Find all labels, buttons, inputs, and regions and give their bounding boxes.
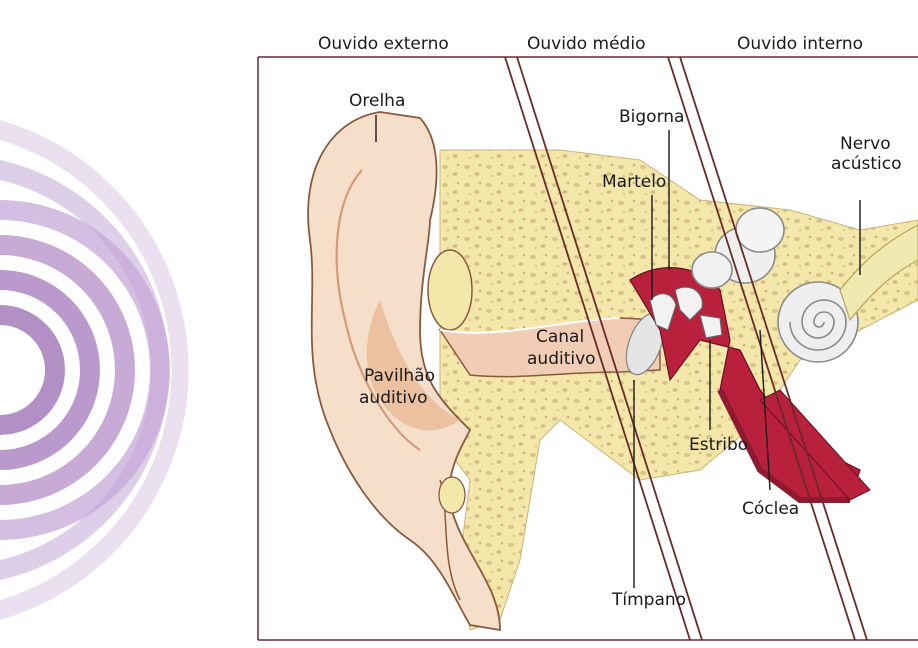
label-coclea: Cóclea bbox=[742, 500, 799, 520]
label-canal-line1: Canal bbox=[536, 328, 584, 348]
label-pavilhao-line1: Pavilhão bbox=[364, 367, 435, 387]
temporal-bone bbox=[440, 150, 918, 630]
label-nervo-line2: acústico bbox=[831, 155, 902, 175]
label-orelha: Orelha bbox=[349, 92, 405, 112]
section-middle-ear: Ouvido médio bbox=[527, 34, 645, 54]
label-estribo: Estribo bbox=[689, 436, 748, 456]
label-martelo: Martelo bbox=[602, 173, 666, 193]
sound-waves bbox=[0, 120, 189, 620]
label-bigorna: Bigorna bbox=[619, 108, 684, 128]
label-nervo-line1: Nervo bbox=[840, 135, 891, 155]
section-inner-ear: Ouvido interno bbox=[737, 34, 863, 54]
label-timpano: Tímpano bbox=[612, 591, 686, 611]
label-canal-line2: auditivo bbox=[527, 350, 596, 370]
section-outer-ear: Ouvido externo bbox=[318, 34, 449, 54]
label-pavilhao-line2: auditivo bbox=[359, 389, 428, 409]
